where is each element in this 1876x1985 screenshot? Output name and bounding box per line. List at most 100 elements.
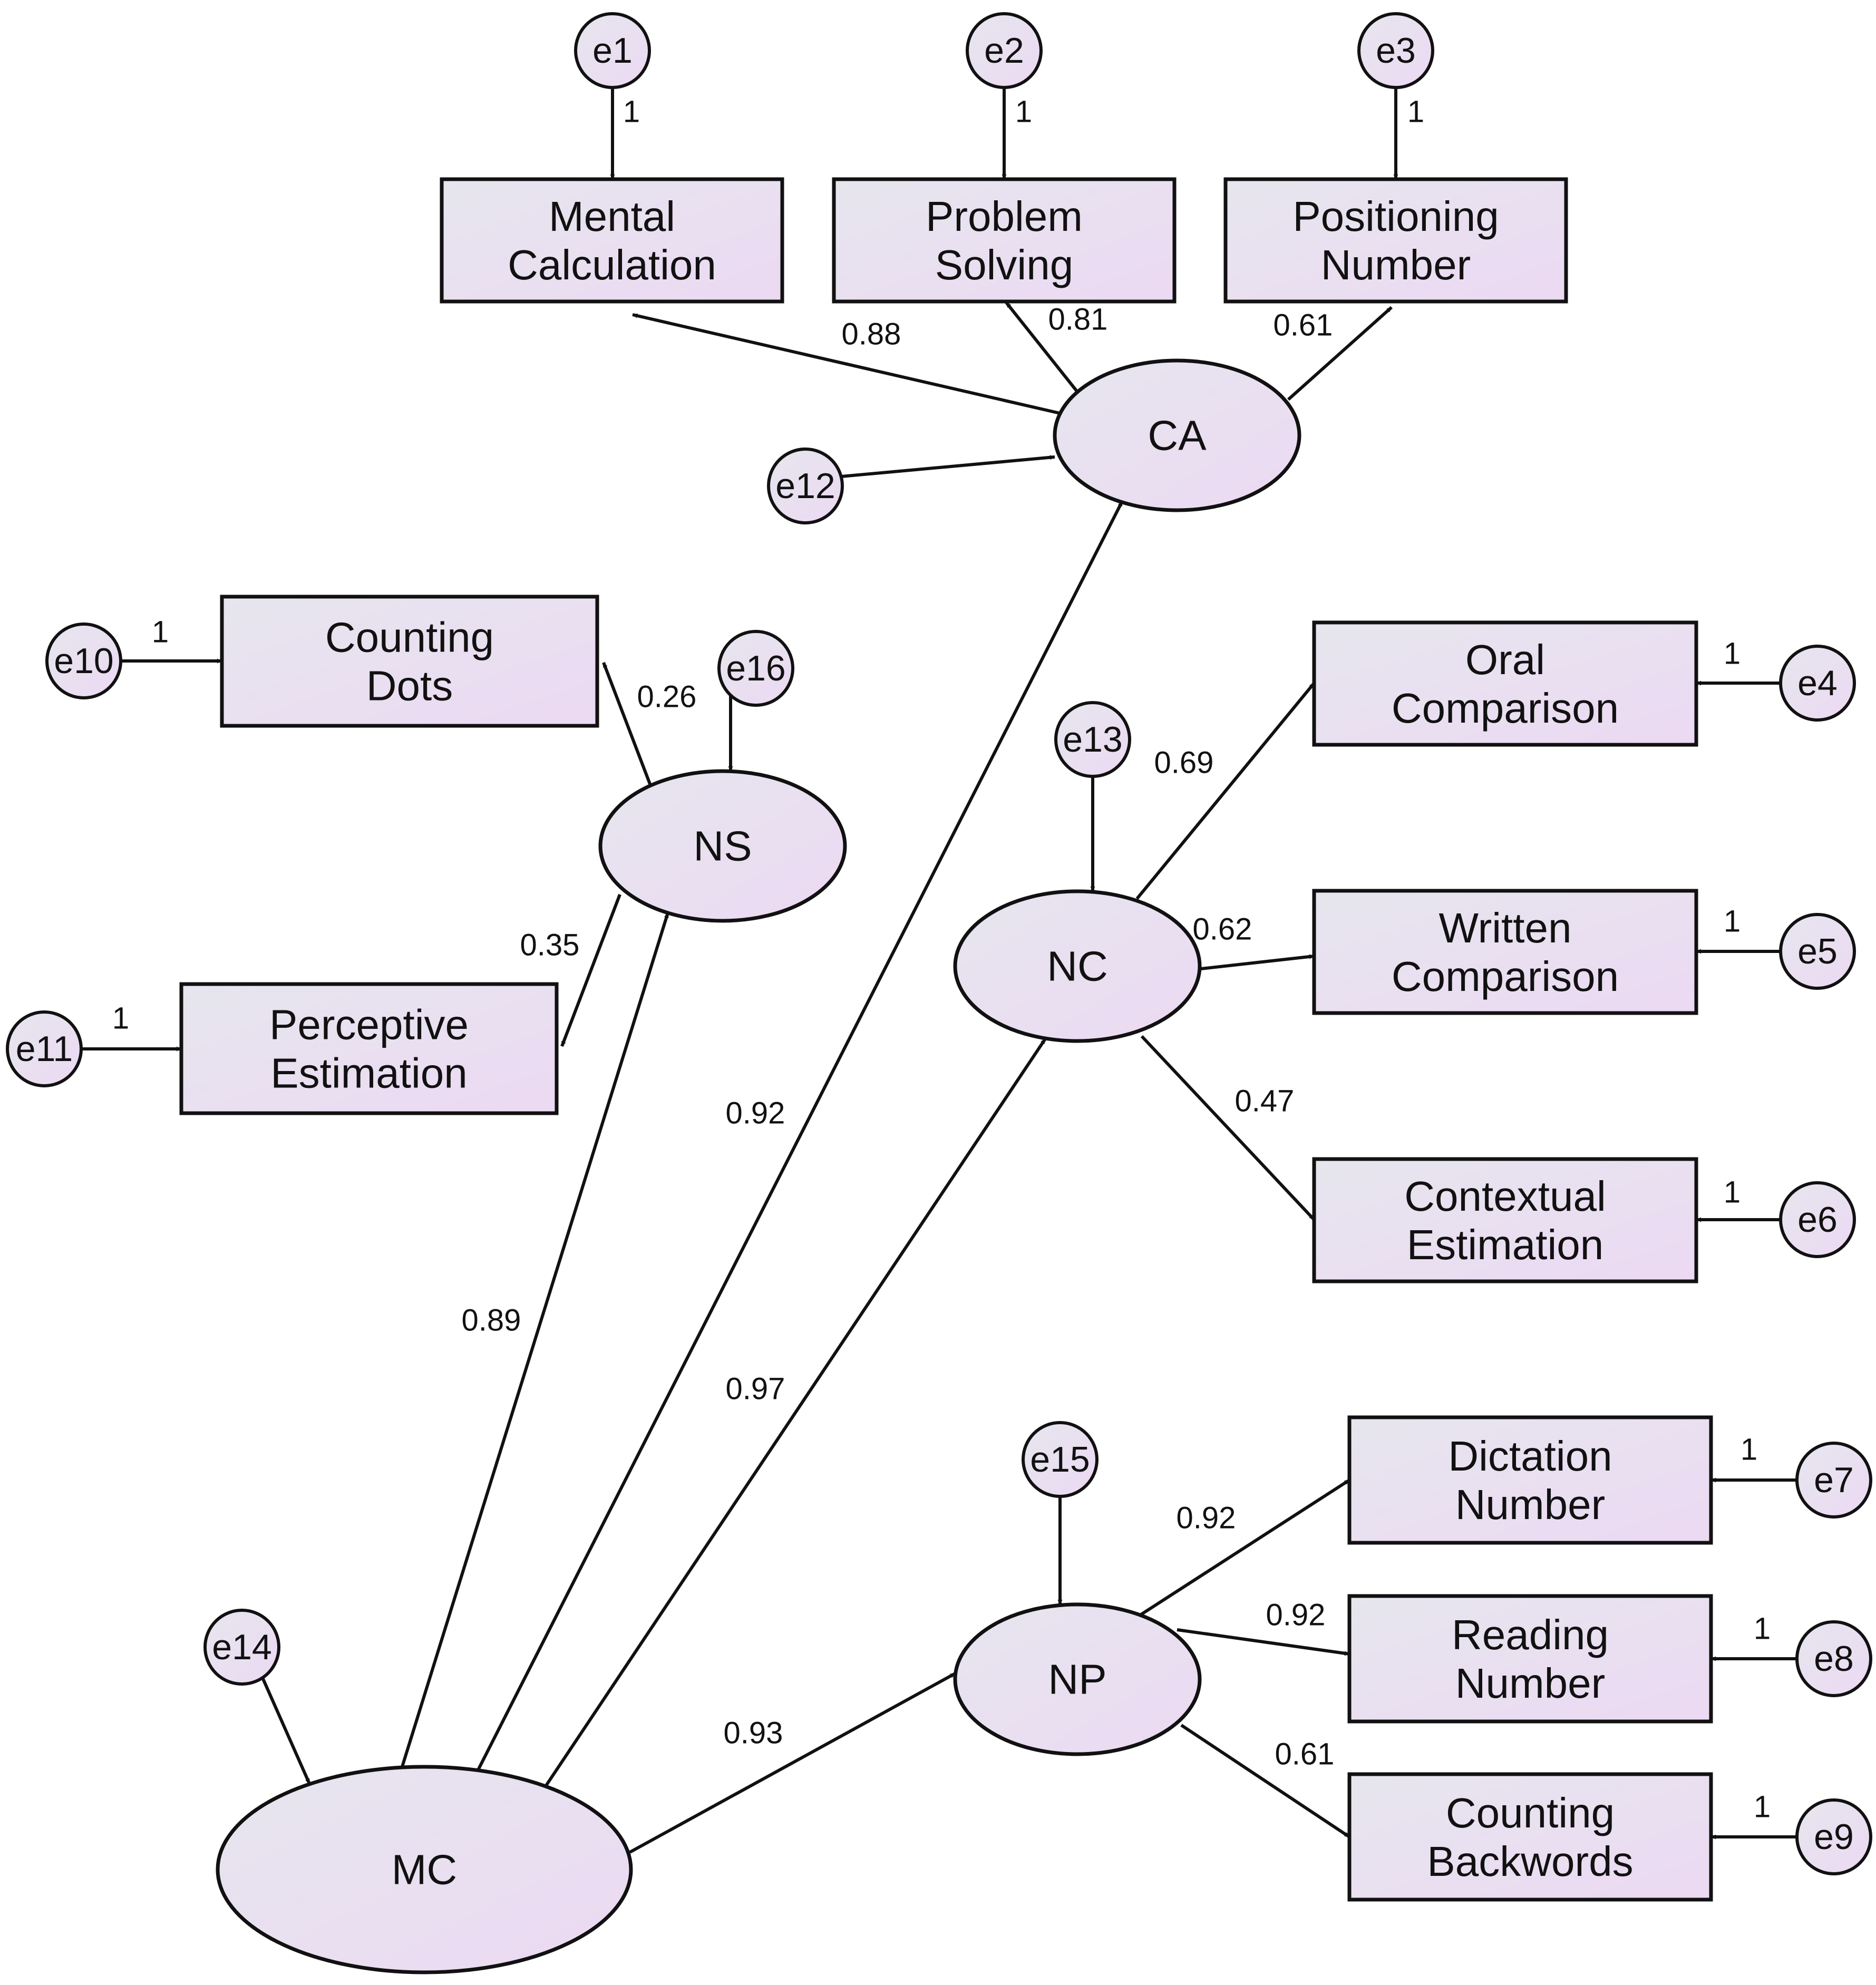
latent-ca: CA (1053, 358, 1301, 512)
observed-label-line: Counting (1446, 1789, 1615, 1836)
error-weight-e9: 1 (1754, 1790, 1771, 1824)
observed-label-line: Mental (549, 193, 675, 240)
observed-label-line: Oral (1465, 636, 1545, 683)
error-weight-e5: 1 (1724, 904, 1741, 939)
coefficient-mc-to-np: 0.93 (724, 1716, 783, 1750)
observed-box (832, 177, 1177, 304)
error-circle (717, 630, 794, 707)
coefficient-mc-to-ns: 0.89 (462, 1303, 521, 1338)
path-arrow-nc-to-contextual-estimation (1140, 1035, 1316, 1221)
path-arrow-ca-to-mental-calc (632, 313, 1063, 415)
coefficient-mc-to-ca: 0.92 (726, 1096, 785, 1131)
latent-nc: NC (953, 889, 1202, 1043)
error-circle (1357, 12, 1434, 89)
error-e9: e9 (1795, 1798, 1872, 1875)
observed-box (1312, 889, 1698, 1015)
error-weight-e7: 1 (1741, 1433, 1757, 1467)
path-arrow-ns-to-counting-dots (602, 661, 652, 786)
error-e8: e8 (1795, 1620, 1872, 1697)
observed-label-line: Solving (935, 241, 1073, 288)
observed-box (179, 982, 559, 1115)
observed-box (1347, 1594, 1713, 1724)
observed-label-line: Number (1455, 1481, 1606, 1528)
path-arrow-ca-to-problem-solving (1005, 301, 1078, 392)
path-arrow-np-to-reading-number (1177, 1628, 1350, 1656)
error-label: e13 (1063, 719, 1122, 760)
error-weight-e10: 1 (152, 615, 169, 649)
observed-label-line: Dots (366, 663, 453, 709)
observed-label-line: Problem (926, 193, 1083, 240)
observed-label-line: Calculation (508, 241, 716, 288)
observed-label-line: Number (1455, 1660, 1606, 1707)
observed-label-line: Written (1439, 904, 1572, 951)
coefficient-ns-to-counting-dots: 0.26 (637, 680, 697, 714)
path-arrows (81, 87, 1797, 1854)
latent-label: NC (1047, 943, 1108, 990)
latent-ellipse (598, 769, 847, 923)
observed-label-line: Comparison (1392, 685, 1619, 732)
latent-label: NP (1048, 1656, 1106, 1703)
latent-np: NP (953, 1602, 1202, 1756)
error-label: e6 (1797, 1200, 1838, 1240)
error-circle (1795, 1620, 1872, 1697)
error-circle (1022, 1421, 1099, 1498)
error-e11: e11 (6, 1010, 83, 1087)
error-circle (45, 622, 122, 699)
observed-label-line: Perceptive (269, 1001, 469, 1048)
path-arrow-ns-to-perceptive-estimation (560, 893, 621, 1047)
error-weight-e11: 1 (112, 1001, 129, 1036)
observed-label-line: Estimation (1407, 1221, 1603, 1268)
error-label: e15 (1030, 1439, 1090, 1480)
coefficient-np-to-dictation-number: 0.92 (1177, 1501, 1236, 1535)
error-weight-e6: 1 (1724, 1175, 1741, 1210)
error-weight-e1: 1 (623, 95, 640, 129)
error-circle (1779, 1181, 1856, 1258)
error-label: e5 (1797, 931, 1838, 971)
error-label: e16 (726, 648, 785, 688)
error-circle (767, 447, 844, 524)
error-circle (1779, 913, 1856, 990)
error-circle (1795, 1442, 1872, 1519)
observed-label-line: Dictation (1448, 1433, 1612, 1480)
error-label: e3 (1376, 31, 1416, 71)
latent-ellipse (216, 1765, 633, 1974)
error-arrow-e12 (841, 455, 1055, 478)
error-weight-e8: 1 (1754, 1612, 1771, 1646)
coefficient-ca-to-mental-calc: 0.88 (842, 317, 901, 352)
error-e1: e1 (574, 12, 651, 89)
observed-label-line: Counting (325, 614, 494, 661)
error-e14: e14 (203, 1609, 280, 1686)
error-e10: e10 (45, 622, 122, 699)
coefficient-np-to-counting-backwords: 0.61 (1275, 1737, 1335, 1772)
error-label: e2 (984, 31, 1024, 71)
error-label: e14 (212, 1627, 271, 1667)
error-label: e12 (775, 466, 835, 506)
latent-label: NS (693, 823, 752, 870)
observed-label-line: Reading (1452, 1611, 1609, 1658)
observed-label-line: Comparison (1392, 953, 1619, 1000)
observed-box (1312, 1157, 1698, 1283)
error-circle (1779, 645, 1856, 722)
error-label: e8 (1814, 1639, 1854, 1679)
path-arrow-ca-to-positioning-number (1287, 306, 1393, 401)
error-circle (1054, 701, 1131, 778)
error-arrow-e14 (261, 1677, 311, 1785)
coefficient-ns-to-perceptive-estimation: 0.35 (520, 928, 580, 962)
latent-ellipse (953, 1602, 1202, 1756)
path-arrow-mc-to-nc (543, 1038, 1047, 1789)
error-label: e7 (1814, 1460, 1854, 1500)
observed-box (1312, 620, 1698, 747)
observed-label-line: Backwords (1427, 1838, 1633, 1885)
error-e6: e6 (1779, 1181, 1856, 1258)
path-arrow-nc-to-written-comparison (1200, 954, 1315, 970)
